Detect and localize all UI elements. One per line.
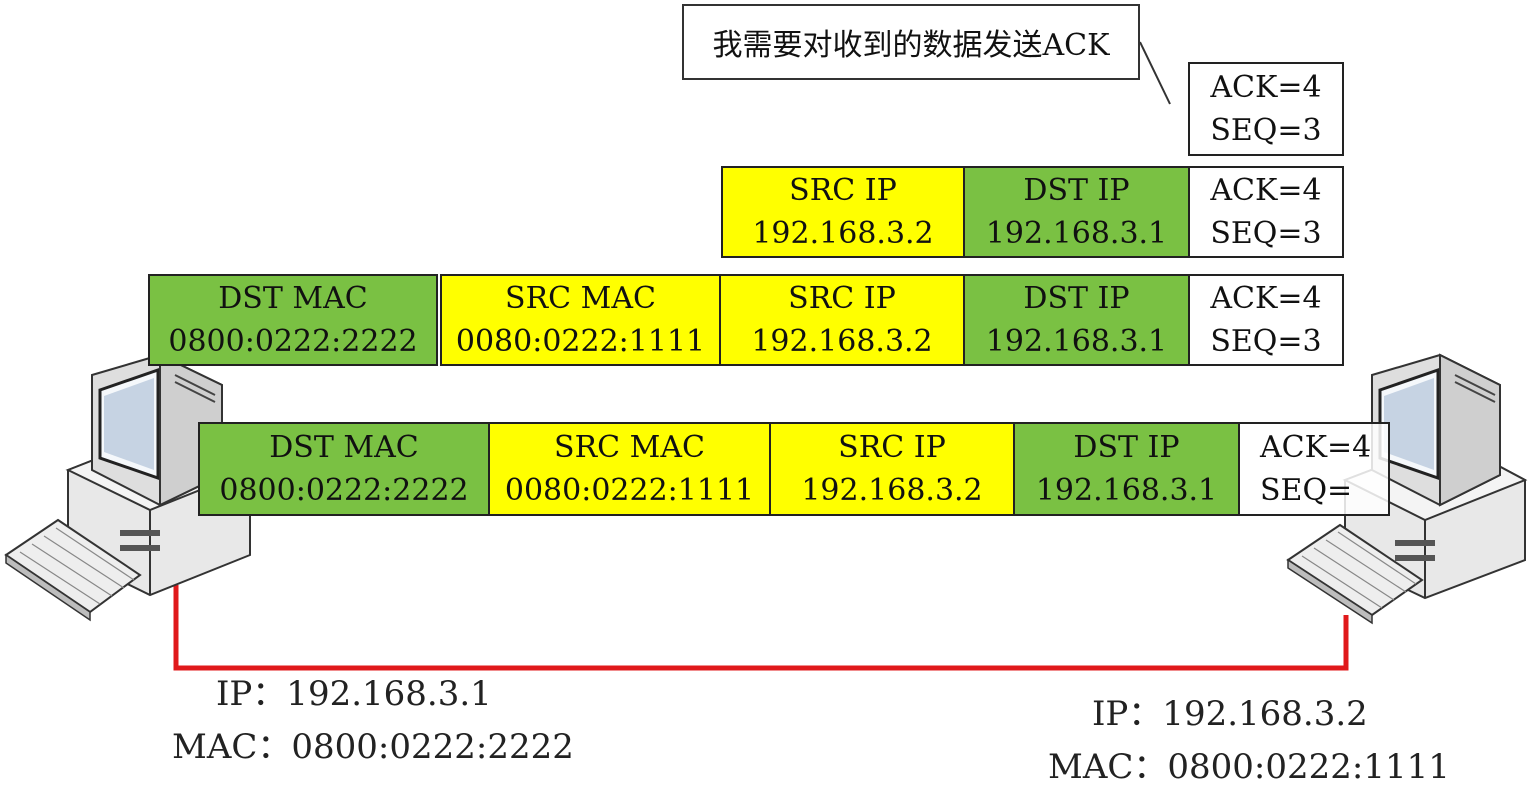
level3-dst-ip-cell: DST IP 192.168.3.1: [963, 274, 1190, 366]
level4-dst-ip-cell: DST IP 192.168.3.1: [1013, 422, 1240, 516]
level4-dst-mac-label: DST MAC: [269, 429, 419, 465]
left-host-mac: MAC：0800:0222:2222: [172, 726, 574, 767]
level3-dst-ip: 192.168.3.1: [985, 324, 1168, 359]
ack-callout: 我需要对收到的数据发送ACK: [682, 4, 1140, 80]
level3-seq: SEQ=3: [1210, 324, 1322, 359]
level2-seq: SEQ=3: [1210, 216, 1322, 251]
level4-dst-mac: 0800:0222:2222: [219, 473, 469, 508]
level4-src-ip: 192.168.3.2: [801, 473, 983, 508]
level1-tcp-cell: ACK=4 SEQ=3: [1188, 62, 1344, 156]
level3-dst-mac-label: DST MAC: [218, 280, 368, 316]
level3-src-ip: 192.168.3.2: [751, 324, 933, 359]
level4-dst-ip: 192.168.3.1: [1035, 473, 1218, 508]
level2-dst-ip-cell: DST IP 192.168.3.1: [963, 166, 1190, 258]
level4-src-ip-label: SRC IP: [838, 429, 946, 465]
level3-src-mac-cell: SRC MAC 0080:0222:1111: [440, 274, 721, 366]
level3-src-ip-label: SRC IP: [788, 280, 896, 316]
level2-src-ip-label: SRC IP: [789, 172, 897, 208]
level2-dst-ip: 192.168.3.1: [985, 216, 1168, 251]
callout-text: 我需要对收到的数据发送ACK: [712, 28, 1110, 63]
level3-tcp-cell: ACK=4 SEQ=3: [1188, 274, 1344, 366]
level1-seq: SEQ=3: [1210, 113, 1322, 148]
level2-tcp-cell: ACK=4 SEQ=3: [1188, 166, 1344, 258]
network-link: [173, 585, 1349, 671]
level3-dst-ip-label: DST IP: [1023, 280, 1130, 316]
right-host-mac: MAC：0800:0222:1111: [1048, 746, 1450, 787]
level4-src-mac-label: SRC MAC: [554, 429, 705, 465]
right-host-ip: IP：192.168.3.2: [1092, 694, 1368, 734]
level2-src-ip-cell: SRC IP 192.168.3.2: [721, 166, 965, 258]
level3-dst-mac-cell: DST MAC 0800:0222:2222: [148, 274, 438, 366]
level4-seq: SEQ=: [1260, 473, 1353, 508]
level4-src-ip-cell: SRC IP 192.168.3.2: [769, 422, 1015, 516]
level2-dst-ip-label: DST IP: [1023, 172, 1130, 208]
level1-ack: ACK=4: [1210, 69, 1322, 105]
level4-ack: ACK=4: [1260, 429, 1372, 465]
callout-pointer: [1139, 41, 1171, 105]
level4-tcp-cell: ACK=4 SEQ=: [1238, 422, 1390, 516]
left-host-address: IP：192.168.3.1 MAC：0800:0222:2222: [172, 668, 574, 773]
level3-src-mac: 0080:0222:1111: [455, 324, 706, 359]
level4-dst-mac-cell: DST MAC 0800:0222:2222: [198, 422, 490, 516]
level3-dst-mac: 0800:0222:2222: [168, 324, 418, 359]
level3-ack: ACK=4: [1210, 280, 1322, 316]
left-host-ip: IP：192.168.3.1: [216, 674, 492, 714]
level2-ack: ACK=4: [1210, 172, 1322, 208]
level4-dst-ip-label: DST IP: [1073, 429, 1180, 465]
level3-src-mac-label: SRC MAC: [505, 280, 656, 316]
right-computer-icon: [1286, 353, 1528, 625]
level4-src-mac-cell: SRC MAC 0080:0222:1111: [488, 422, 771, 516]
level3-src-ip-cell: SRC IP 192.168.3.2: [719, 274, 965, 366]
level4-src-mac: 0080:0222:1111: [504, 473, 755, 508]
level2-src-ip: 192.168.3.2: [752, 216, 934, 251]
right-host-address: IP：192.168.3.2 MAC：0800:0222:1111: [1048, 688, 1450, 793]
